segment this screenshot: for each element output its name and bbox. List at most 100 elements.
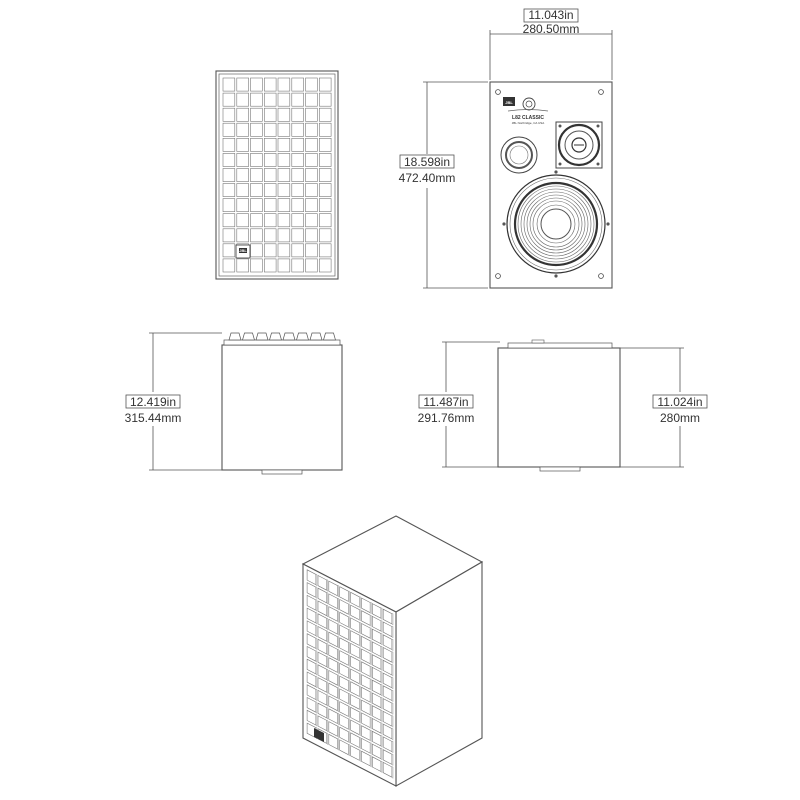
grille-cell (263, 92, 277, 107)
width-inch-box (523, 8, 579, 23)
iso-grille-cell-side (359, 724, 361, 737)
screw-icon (495, 89, 501, 95)
iso-grille-cell-side (359, 609, 361, 622)
iso-grille-cell-side (348, 693, 350, 706)
grille-tooth (323, 332, 336, 341)
iso-grille-cell-side (380, 671, 383, 684)
grille-cell (277, 168, 291, 182)
iso-grille-cell-side (359, 698, 361, 711)
grille-cell (305, 213, 318, 228)
grille-cell (318, 92, 332, 107)
top-left-inch-label: 11.487in (423, 395, 468, 409)
grille-cell (250, 153, 263, 167)
grille-cell (263, 107, 277, 122)
grille-cell (263, 168, 277, 182)
grille-cell (305, 258, 318, 273)
grille-cell (236, 228, 249, 243)
iso-grille-cell-side (370, 742, 372, 755)
width-inch-label: 11.043in (528, 8, 573, 22)
grille-cell (318, 122, 332, 137)
grille-cell (305, 183, 318, 197)
grille-cell (263, 77, 277, 92)
grille-inner-border (218, 73, 336, 277)
grille-cell (222, 228, 236, 243)
grille-cell (277, 198, 291, 213)
grille-cell (277, 92, 291, 107)
iso-grille-cell-side (370, 627, 372, 640)
grille-cell (222, 243, 236, 258)
grille-cell (291, 138, 304, 152)
top-foot (539, 466, 581, 472)
side-foot (261, 469, 303, 475)
iso-grille-cell-side (370, 717, 372, 730)
iso-grille-cell-side (337, 598, 339, 611)
grille-cell (305, 168, 318, 182)
iso-grille-cell-side (391, 638, 394, 652)
iso-grille-cell-side (337, 700, 339, 713)
grille-cell (250, 77, 263, 92)
iso-grille-cell-side (359, 736, 361, 750)
grille-cell (250, 122, 263, 137)
iso-grille-cell-side (391, 728, 394, 741)
iso-grille-cell-side (337, 661, 339, 675)
jbl-logo-icon (503, 97, 515, 106)
top-knob-protrusion (531, 339, 545, 344)
grille-cell (236, 198, 249, 213)
grille-cell (305, 122, 318, 137)
iso-grille-cell-side (348, 641, 350, 655)
grille-cell (222, 77, 236, 92)
iso-grille-cell-side (348, 705, 350, 719)
height-inch-label: 18.598in (404, 155, 450, 169)
side-view: 12.419in 315.44mm (119, 332, 343, 475)
iso-grille-cell-side (315, 676, 318, 689)
grille-cell (318, 243, 332, 258)
grille-cell (250, 198, 263, 213)
grille-logo-text: JBL (239, 248, 247, 253)
grille-cell (250, 183, 263, 197)
grille-cell (236, 107, 249, 122)
grille-cell (318, 77, 332, 92)
iso-grille-cell-side (337, 738, 339, 751)
iso-grille-cell-side (315, 612, 318, 625)
iso-grille-cell-side (359, 711, 361, 724)
grille-cell (277, 213, 291, 228)
grille-cell (318, 107, 332, 122)
grille-cell (222, 107, 236, 122)
screw-icon (558, 162, 562, 166)
screw-icon (554, 274, 558, 278)
grille-tooth (242, 332, 255, 341)
iso-grille-cell-side (348, 629, 350, 642)
height-mm-label: 472.40mm (399, 171, 456, 185)
grille-cell (305, 198, 318, 213)
iso-grille-cell-side (370, 755, 372, 768)
screw-icon (495, 273, 501, 279)
grille-cell (318, 153, 332, 167)
iso-grille-cell-side (359, 647, 361, 660)
grille-cell (305, 153, 318, 167)
iso-grille-cell-side (348, 731, 350, 744)
iso-grille-cell-side (326, 694, 328, 707)
grille-tooth (228, 332, 242, 341)
iso-grille-cell-side (370, 691, 372, 704)
grille-cell (250, 92, 263, 107)
iso-grille-cell-side (370, 704, 372, 717)
iso-grille-cell-side (348, 680, 350, 693)
grille-cell (222, 258, 236, 273)
iso-grille-cell-side (315, 599, 318, 612)
top-right-inch-box (652, 394, 708, 409)
iso-grille-cell-side (326, 720, 328, 733)
grille-cell (277, 243, 291, 258)
iso-grille-cell-side (380, 735, 383, 748)
grille-cell (263, 153, 277, 167)
model-fine-print: JBL Northridge, CA USA (512, 121, 545, 125)
iso-grille-cell-side (326, 630, 328, 644)
grille-cell (305, 77, 318, 92)
grille-cell (291, 168, 304, 182)
grille-cell (305, 138, 318, 152)
grille-cell (236, 92, 249, 107)
iso-grille-cell-side (391, 753, 394, 767)
top-left-inch-box (418, 394, 474, 409)
grille-cell (236, 183, 249, 197)
iso-grille-cell-side (315, 586, 318, 600)
screw-icon (598, 273, 604, 279)
